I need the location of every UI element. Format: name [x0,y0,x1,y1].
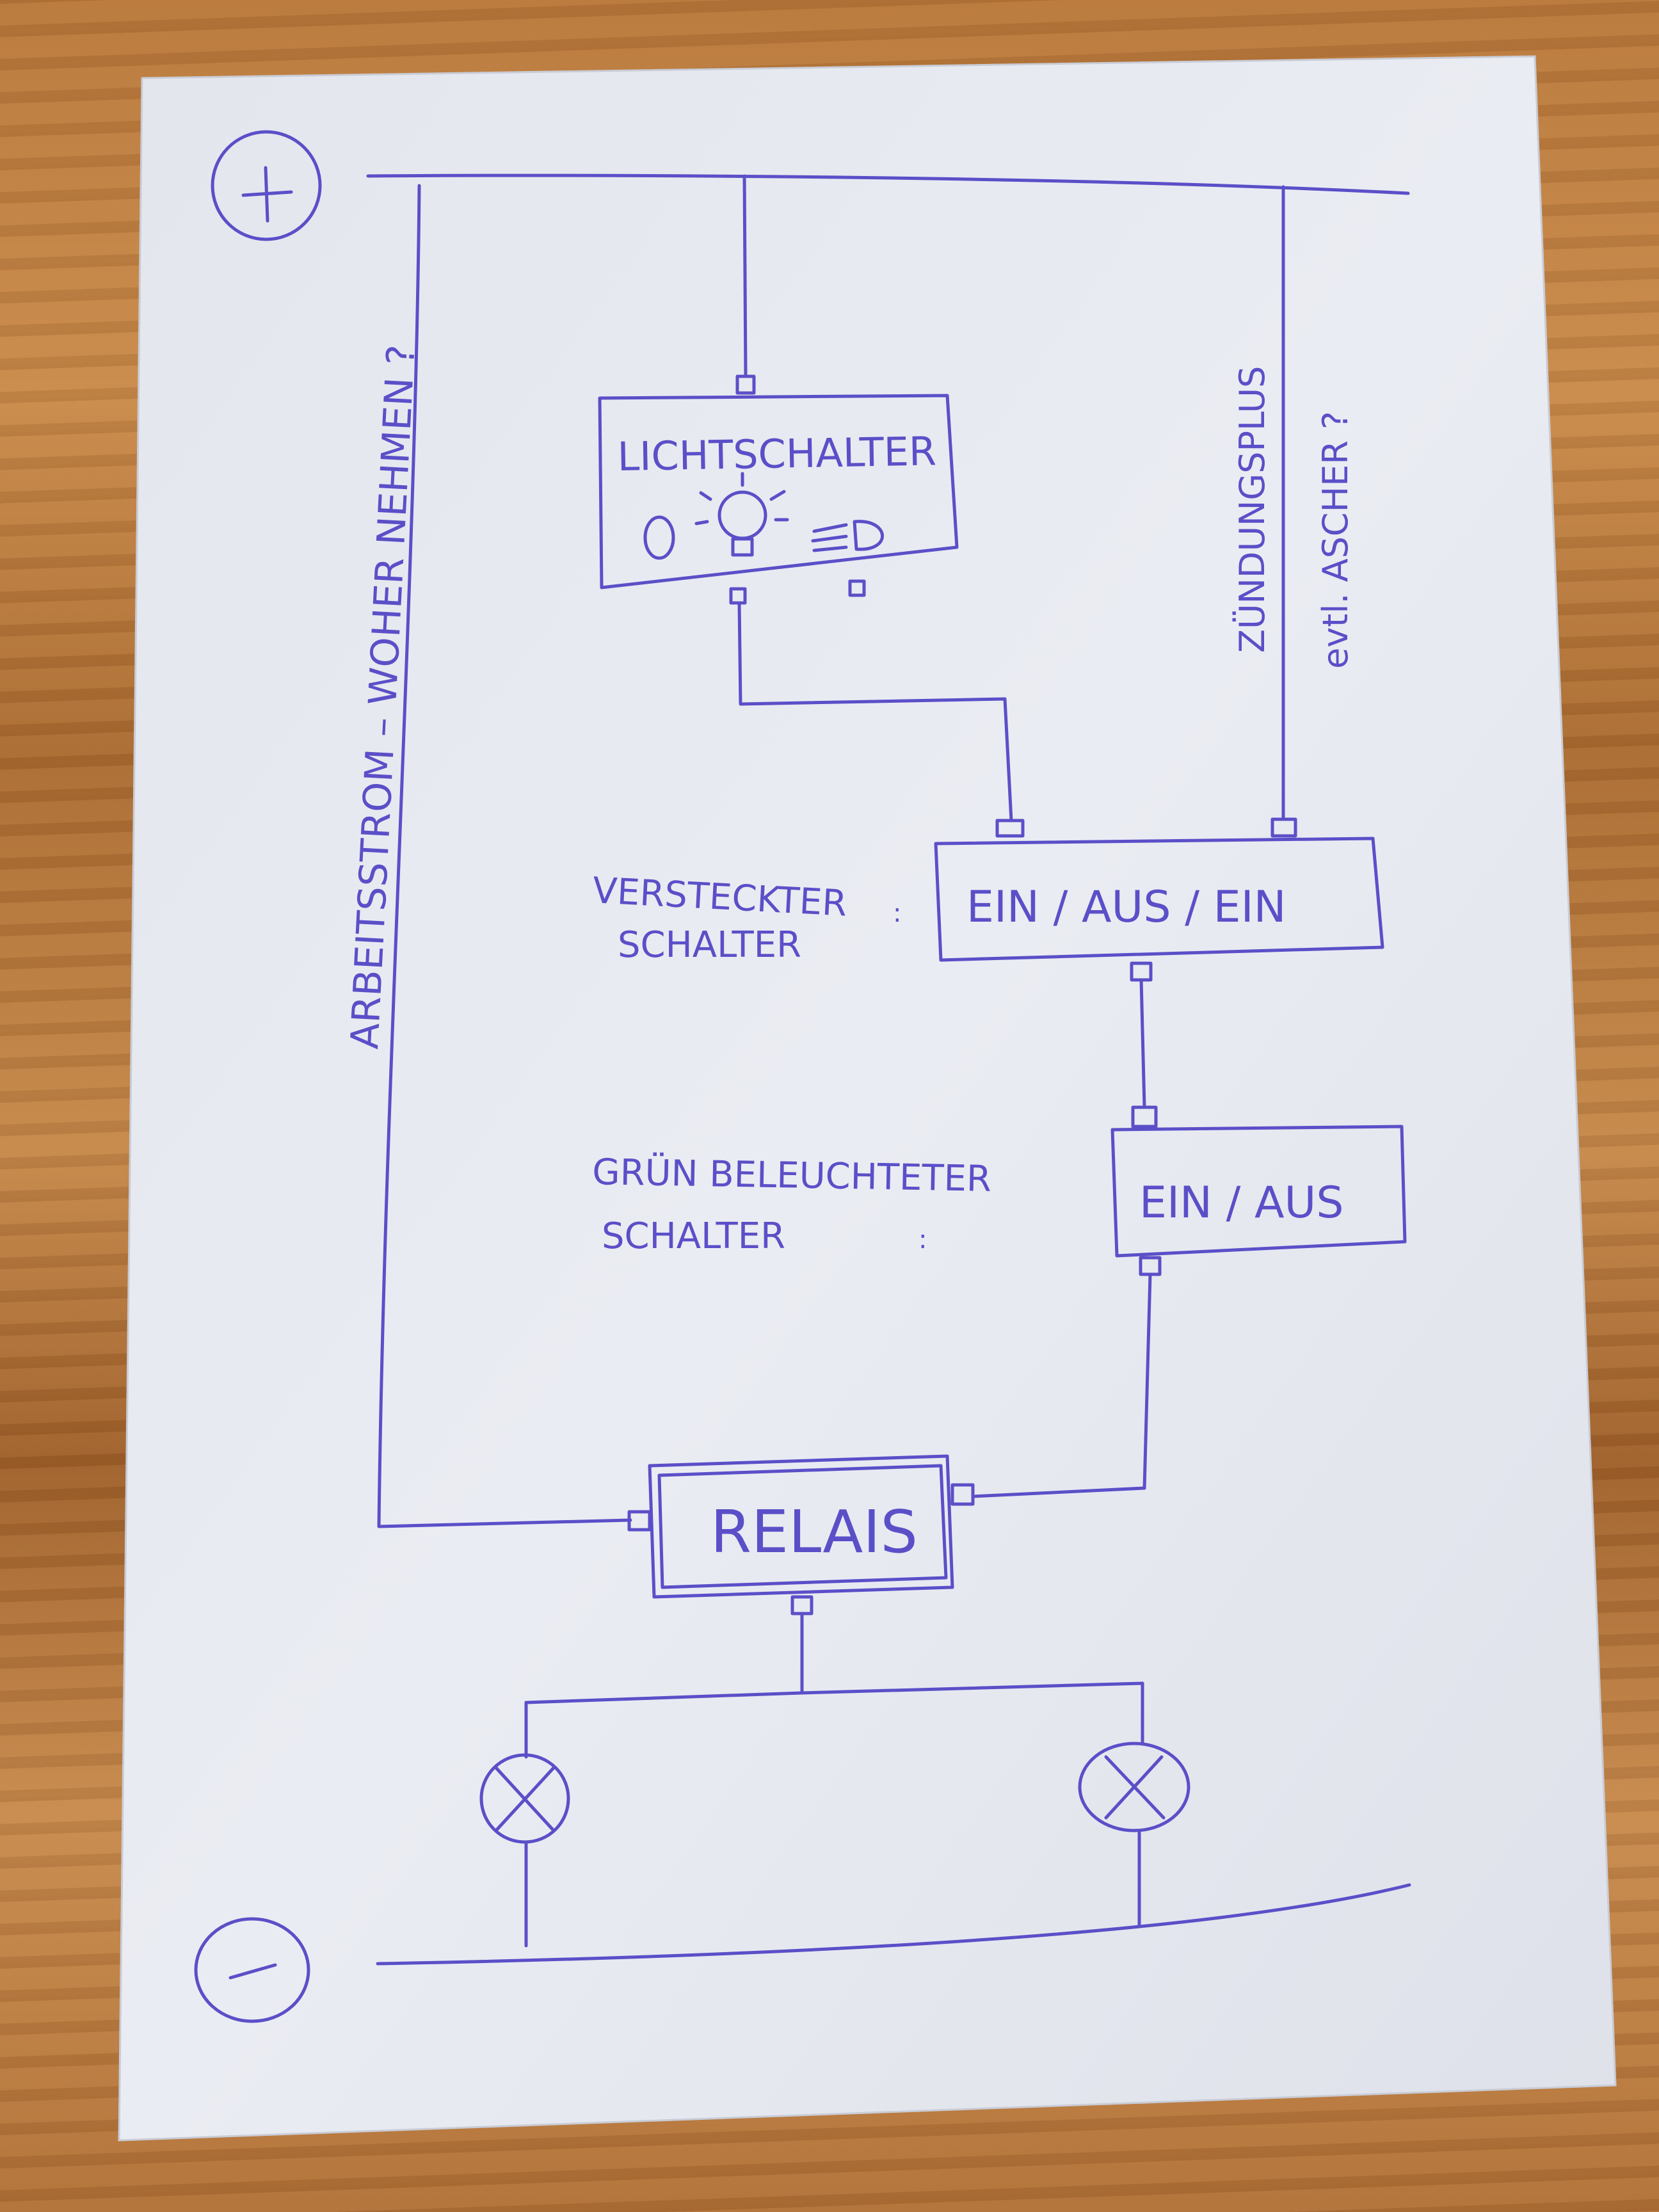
hidden-switch-label-colon: : [893,899,901,928]
green-switch-box: EIN / AUS [1110,1125,1407,1258]
negative-terminal [194,1917,310,2023]
ignition-plus-note: ZÜNDUNGSPLUS [1232,366,1272,653]
light-switch-pin-top [735,374,756,395]
headlight-icon [811,520,884,552]
positive-terminal [211,130,322,241]
relay-pin-right [950,1483,975,1506]
positive-bus-line [366,173,1410,195]
negative-bus-line [376,1883,1411,1966]
light-switch-pin-right [848,579,866,597]
green-switch-pin-top [1131,1105,1158,1128]
wire-relay-to-lamps [524,1612,1144,1704]
hidden-switch-pin-right [1270,817,1297,838]
hidden-switch-label-line2: SCHALTER [618,924,801,966]
off-symbol-icon [643,515,675,560]
green-switch-box-text: EIN / AUS [1139,1178,1343,1228]
wire-hidden-to-green-switch [1139,978,1146,1109]
light-switch-box: LICHTSCHALTER [598,394,959,605]
relay-pin-left [627,1510,652,1532]
wire-green-switch-to-relay [971,1272,1152,1498]
green-switch-label-colon: : [918,1225,927,1254]
relay-box-text: RELAIS [710,1498,918,1566]
bulb-icon [694,472,789,557]
green-switch-label-line1: GRÜN BELEUCHTETER [592,1151,992,1200]
green-switch-label-line2: SCHALTER [602,1215,785,1257]
paper-sheet [118,55,1617,2142]
wire-light-switch-to-hidden-switch [737,601,1013,822]
hidden-switch-pin-left [995,819,1025,838]
lamp-right-icon [1078,1742,1190,1832]
light-switch-title: LICHTSCHALTER [617,428,937,480]
ignition-alt-note: evtl. ASCHER ? [1315,411,1356,669]
work-current-wire [377,184,632,1528]
hidden-switch-box: EIN / AUS / EIN [934,837,1384,962]
hidden-switch-box-text: EIN / AUS / EIN [966,882,1286,933]
wire-bus-to-light-switch [742,174,748,378]
